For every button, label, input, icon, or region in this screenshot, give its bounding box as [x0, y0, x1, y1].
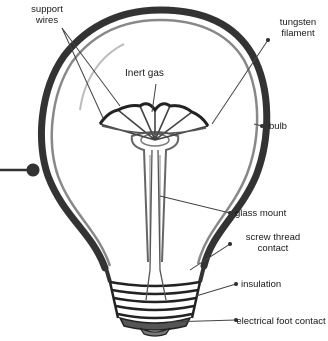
- label-bulb: bulb: [269, 121, 287, 132]
- label-electrical-foot-contact: electrical foot contact: [236, 316, 326, 327]
- bulb-neck: [106, 266, 204, 282]
- screw-base: [110, 282, 200, 318]
- label-inert-gas: Inert gas: [125, 68, 164, 79]
- insulation: [120, 318, 190, 330]
- pointer-dot: [27, 164, 40, 177]
- label-insulation: insulation: [241, 279, 281, 290]
- glass-mount-stem: [132, 132, 179, 262]
- label-tungsten-filament: tungsten filament: [268, 17, 328, 39]
- label-support-wires: support wires: [22, 4, 72, 26]
- label-glass-mount: glass mount: [235, 208, 286, 219]
- bulb-glass-highlight: [80, 44, 124, 110]
- tungsten-filament: [100, 104, 208, 126]
- label-screw-thread-contact: screw thread contact: [233, 232, 313, 254]
